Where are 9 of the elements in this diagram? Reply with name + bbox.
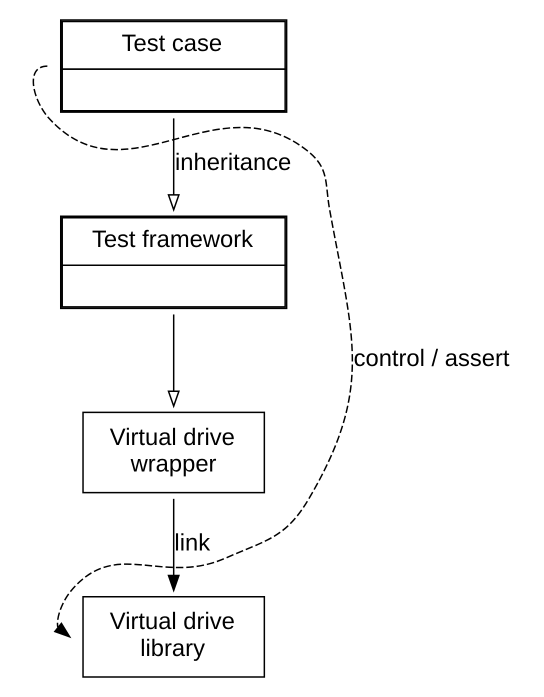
arrow <box>167 118 180 212</box>
node-box: Virtual drive library <box>82 596 266 678</box>
arrow <box>32 65 353 638</box>
edge-label: control / assert <box>354 345 510 372</box>
node-box: Virtual drive wrapper <box>82 412 266 494</box>
arrow <box>167 498 180 593</box>
arrow <box>167 314 180 408</box>
edge-label: inheritance <box>175 148 292 176</box>
edge-label: link <box>174 529 210 556</box>
